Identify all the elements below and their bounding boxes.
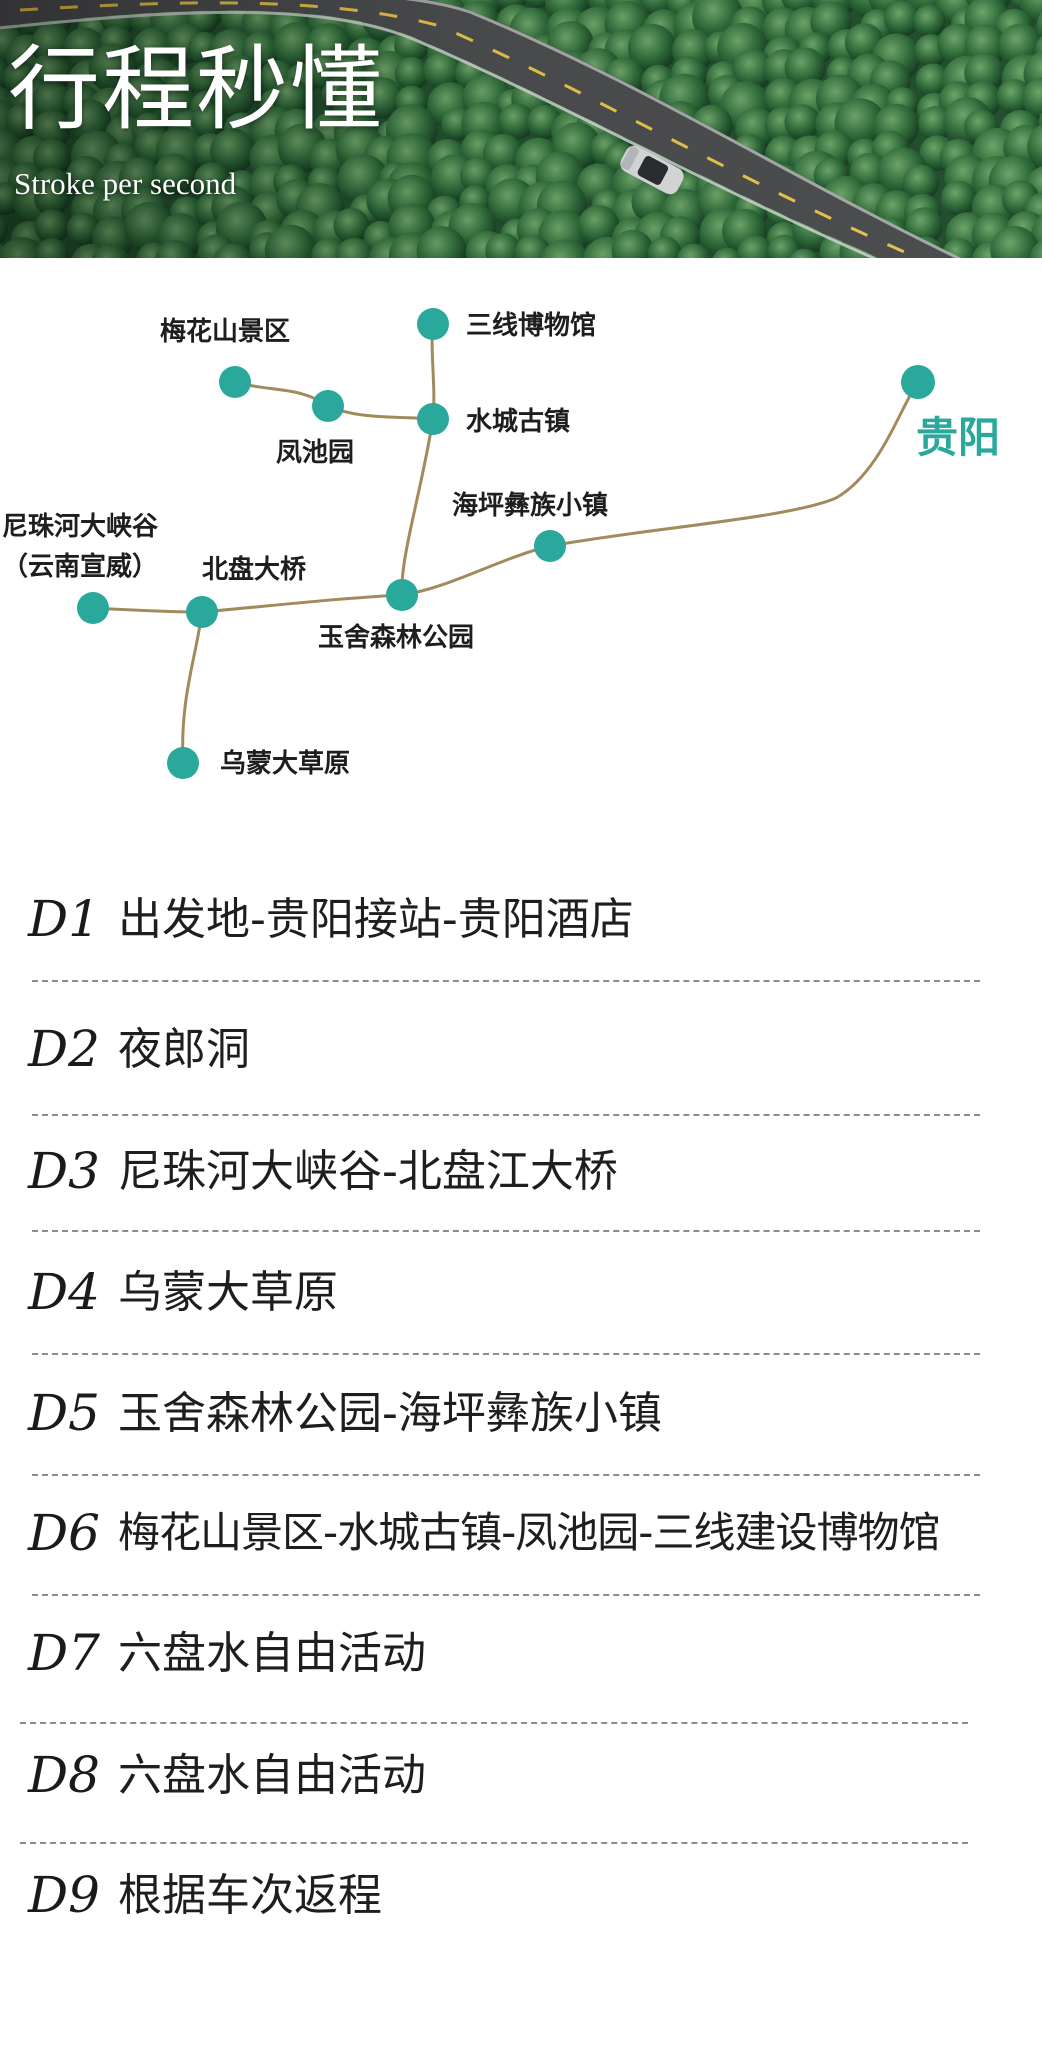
itinerary-item-d3: D3 尼珠河大峡谷-北盘江大桥 xyxy=(0,1110,1042,1232)
day-label: D4 xyxy=(28,1263,100,1321)
page-subtitle: Stroke per second xyxy=(14,166,237,201)
label-beipan: 北盘大桥 xyxy=(202,554,307,585)
nizhuhe-dot xyxy=(77,592,109,624)
day-route: 尼珠河大峡谷-北盘江大桥 xyxy=(118,1146,618,1197)
divider xyxy=(32,1114,980,1116)
label-wumeng: 乌蒙大草原 xyxy=(220,748,350,779)
haiping-dot xyxy=(534,530,566,562)
route-map-svg: 梅花山景区 三线博物馆 凤池园 水城古镇 贵阳 海坪彝族小镇 尼珠河大峡谷 （云… xyxy=(2,308,1000,779)
route-line xyxy=(400,544,552,597)
route-line xyxy=(400,417,435,597)
header-banner: 行程秒懂 Stroke per second xyxy=(0,0,1042,258)
route-line xyxy=(200,593,404,614)
day-label: D6 xyxy=(28,1504,100,1562)
page-title: 行程秒懂 xyxy=(8,36,385,143)
divider xyxy=(32,1230,980,1232)
day-route: 六盘水自由活动 xyxy=(118,1628,426,1679)
wumeng-dot xyxy=(167,747,199,779)
day-label: D7 xyxy=(28,1624,100,1682)
itinerary-item-d2: D2 夜郎洞 xyxy=(0,988,1042,1116)
day-label: D5 xyxy=(28,1384,100,1442)
day-route: 六盘水自由活动 xyxy=(118,1750,426,1801)
beipan-dot xyxy=(186,596,218,628)
day-route: 根据车次返程 xyxy=(118,1870,382,1921)
route-line xyxy=(548,380,920,548)
meihuashan-dot xyxy=(219,366,251,398)
day-label: D1 xyxy=(28,890,100,948)
itinerary-item-d8: D8 六盘水自由活动 xyxy=(0,1714,1042,1844)
fengchiyuan-dot xyxy=(312,390,344,422)
sanxian-dot xyxy=(417,308,449,340)
label-fengchiyuan: 凤池园 xyxy=(276,438,354,468)
label-meihuashan: 梅花山景区 xyxy=(160,316,290,347)
shuicheng-dot xyxy=(417,403,449,435)
itinerary-item-d7: D7 六盘水自由活动 xyxy=(0,1592,1042,1724)
label-yushe: 玉舍森林公园 xyxy=(318,622,474,653)
divider xyxy=(32,1474,980,1476)
divider xyxy=(20,1842,968,1844)
route-line xyxy=(91,606,204,614)
label-nizhuhe-1: 尼珠河大峡谷 xyxy=(2,512,159,542)
divider xyxy=(20,1722,968,1724)
label-sanxian: 三线博物馆 xyxy=(466,310,596,341)
itinerary-item-d9: D9 根据车次返程 xyxy=(0,1834,1042,1954)
label-haiping: 海坪彝族小镇 xyxy=(452,490,608,521)
divider xyxy=(32,1594,980,1596)
route-lines xyxy=(91,322,920,765)
itinerary-item-d1: D1 出发地-贵阳接站-贵阳酒店 xyxy=(0,858,1042,982)
location-dots xyxy=(77,308,935,779)
day-label: D2 xyxy=(28,1020,100,1078)
divider xyxy=(32,1353,980,1355)
day-route: 出发地-贵阳接站-贵阳酒店 xyxy=(118,894,634,945)
yushe-dot xyxy=(386,579,418,611)
day-label: D8 xyxy=(28,1746,100,1804)
label-shuicheng: 水城古镇 xyxy=(466,407,570,437)
divider xyxy=(32,980,980,982)
day-label: D9 xyxy=(28,1866,100,1924)
itinerary-item-d5: D5 玉舍森林公园-海坪彝族小镇 xyxy=(0,1352,1042,1476)
route-line xyxy=(181,610,204,765)
day-label: D3 xyxy=(28,1142,100,1200)
day-route: 乌蒙大草原 xyxy=(118,1267,338,1318)
day-route: 夜郎洞 xyxy=(118,1024,250,1075)
day-route: 玉舍森林公园-海坪彝族小镇 xyxy=(118,1388,662,1439)
itinerary-item-d6: D6 梅花山景区-水城古镇-凤池园-三线建设博物馆 xyxy=(0,1472,1042,1596)
itinerary-item-d4: D4 乌蒙大草原 xyxy=(0,1231,1042,1355)
label-nizhuhe-2: （云南宣威） xyxy=(2,551,158,582)
guiyang-dot xyxy=(901,365,935,399)
route-map: 梅花山景区 三线博物馆 凤池园 水城古镇 贵阳 海坪彝族小镇 尼珠河大峡谷 （云… xyxy=(0,258,1042,858)
forest-road-photo xyxy=(0,0,1042,258)
day-route: 梅花山景区-水城古镇-凤池园-三线建设博物馆 xyxy=(118,1508,940,1557)
label-guiyang: 贵阳 xyxy=(916,413,1000,462)
